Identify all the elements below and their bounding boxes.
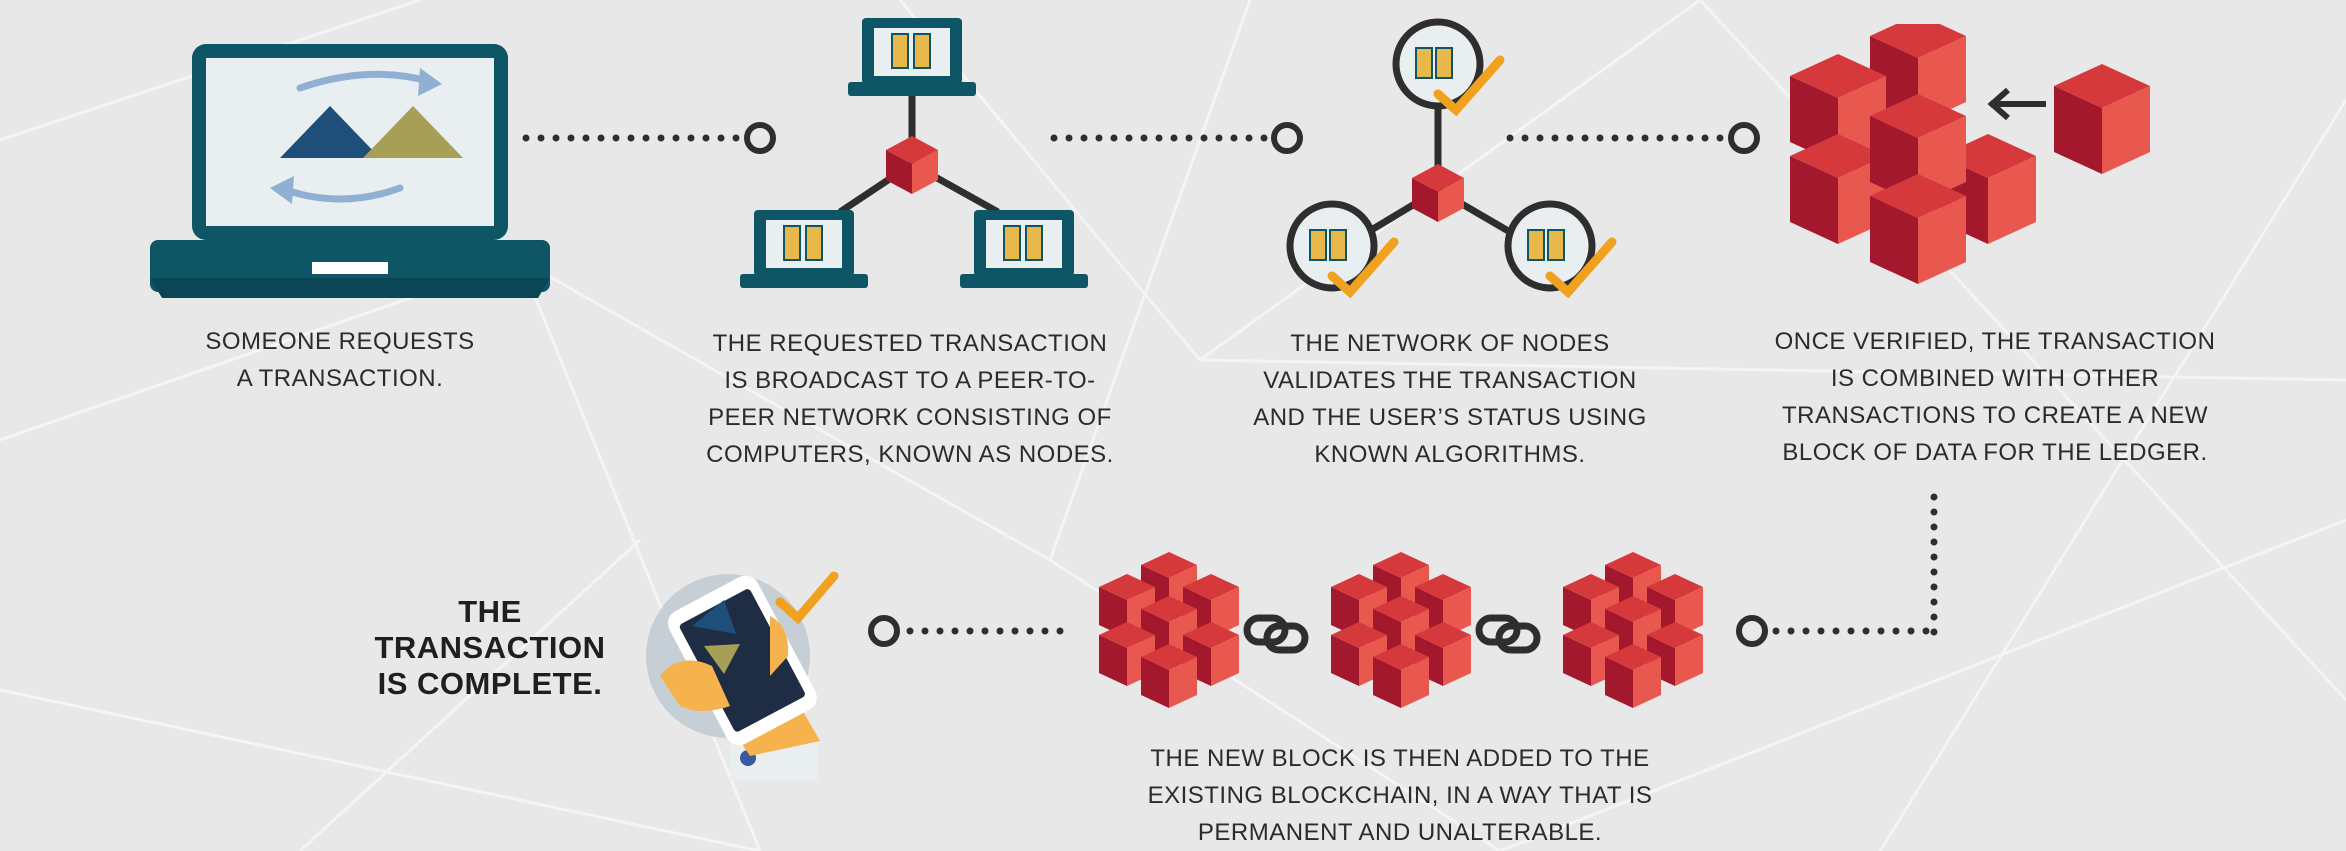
connector-node-1	[744, 122, 776, 154]
connector-node-2	[1271, 122, 1303, 154]
connector-4-vertical	[1930, 493, 1938, 636]
smartphone-check-icon	[646, 571, 839, 780]
validating-nodes-icon	[1286, 18, 1617, 299]
step-3-caption: THE NETWORK OF NODES VALIDATES THE TRANS…	[1220, 325, 1680, 473]
step-2-line-4: COMPUTERS, KNOWN AS NODES.	[706, 441, 1114, 468]
block-2	[1331, 552, 1471, 708]
connector-node-3	[1728, 122, 1760, 154]
block-3	[1563, 552, 1703, 708]
connector-2	[1050, 134, 1268, 142]
step-2-caption: THE REQUESTED TRANSACTION IS BROADCAST T…	[680, 325, 1140, 473]
step-1-caption: SOMEONE REQUESTS A TRANSACTION.	[170, 323, 510, 397]
step-5-line-3: PERMANENT AND UNALTERABLE.	[1197, 819, 1603, 846]
step-4-line-4: BLOCK OF DATA FOR THE LEDGER.	[1782, 439, 2208, 466]
new-block-icon	[1790, 24, 2150, 284]
step-2-line-3: PEER NETWORK CONSISTING OF	[708, 404, 1112, 431]
node-left	[1286, 200, 1399, 299]
block-1	[1099, 552, 1239, 708]
transaction-complete-heading: THE TRANSACTION IS COMPLETE.	[350, 594, 630, 702]
complete-line-2: TRANSACTION	[374, 630, 606, 665]
step-5-line-1: THE NEW BLOCK IS THEN ADDED TO THE	[1150, 745, 1650, 772]
step-1-line-2: A TRANSACTION.	[236, 365, 444, 392]
top-computer	[848, 18, 976, 96]
step-5-line-2: EXISTING BLOCKCHAIN, IN A WAY THAT IS	[1147, 782, 1653, 809]
step-3-line-3: AND THE USER’S STATUS USING	[1253, 404, 1647, 431]
node-right	[1504, 200, 1617, 299]
right-computer	[960, 210, 1088, 288]
center-cube	[1412, 164, 1464, 222]
step-3-line-2: VALIDATES THE TRANSACTION	[1263, 367, 1637, 394]
center-cube	[886, 136, 938, 194]
peer-network-icon	[740, 18, 1088, 288]
step-3-line-1: THE NETWORK OF NODES	[1290, 330, 1610, 357]
connector-1	[522, 134, 740, 142]
laptop-icon	[150, 44, 550, 298]
complete-line-1: THE	[458, 594, 522, 629]
blockchain-icon	[1095, 552, 1715, 717]
node-top	[1392, 18, 1505, 117]
step-3-line-4: KNOWN ALGORITHMS.	[1314, 441, 1586, 468]
incoming-block	[2054, 64, 2150, 174]
chain-links	[1243, 614, 1541, 654]
connector-5	[906, 627, 1064, 635]
connector-node-4	[1736, 615, 1768, 647]
step-4-line-2: IS COMBINED WITH OTHER	[1830, 365, 2160, 392]
complete-line-3: IS COMPLETE.	[377, 666, 603, 701]
step-1-line-1: SOMEONE REQUESTS	[205, 328, 475, 355]
connector-node-5	[868, 615, 900, 647]
connector-4-horizontal	[1772, 627, 1930, 635]
step-4-caption: ONCE VERIFIED, THE TRANSACTION IS COMBIN…	[1750, 323, 2240, 471]
left-computer	[740, 210, 868, 288]
connector-3	[1506, 134, 1724, 142]
step-2-line-1: THE REQUESTED TRANSACTION	[712, 330, 1108, 357]
step-5-caption: THE NEW BLOCK IS THEN ADDED TO THE EXIST…	[1130, 740, 1670, 851]
step-4-line-3: TRANSACTIONS TO CREATE A NEW	[1781, 402, 2209, 429]
step-4-line-1: ONCE VERIFIED, THE TRANSACTION	[1774, 328, 2216, 355]
step-2-line-2: IS BROADCAST TO A PEER-TO-	[724, 367, 1096, 394]
